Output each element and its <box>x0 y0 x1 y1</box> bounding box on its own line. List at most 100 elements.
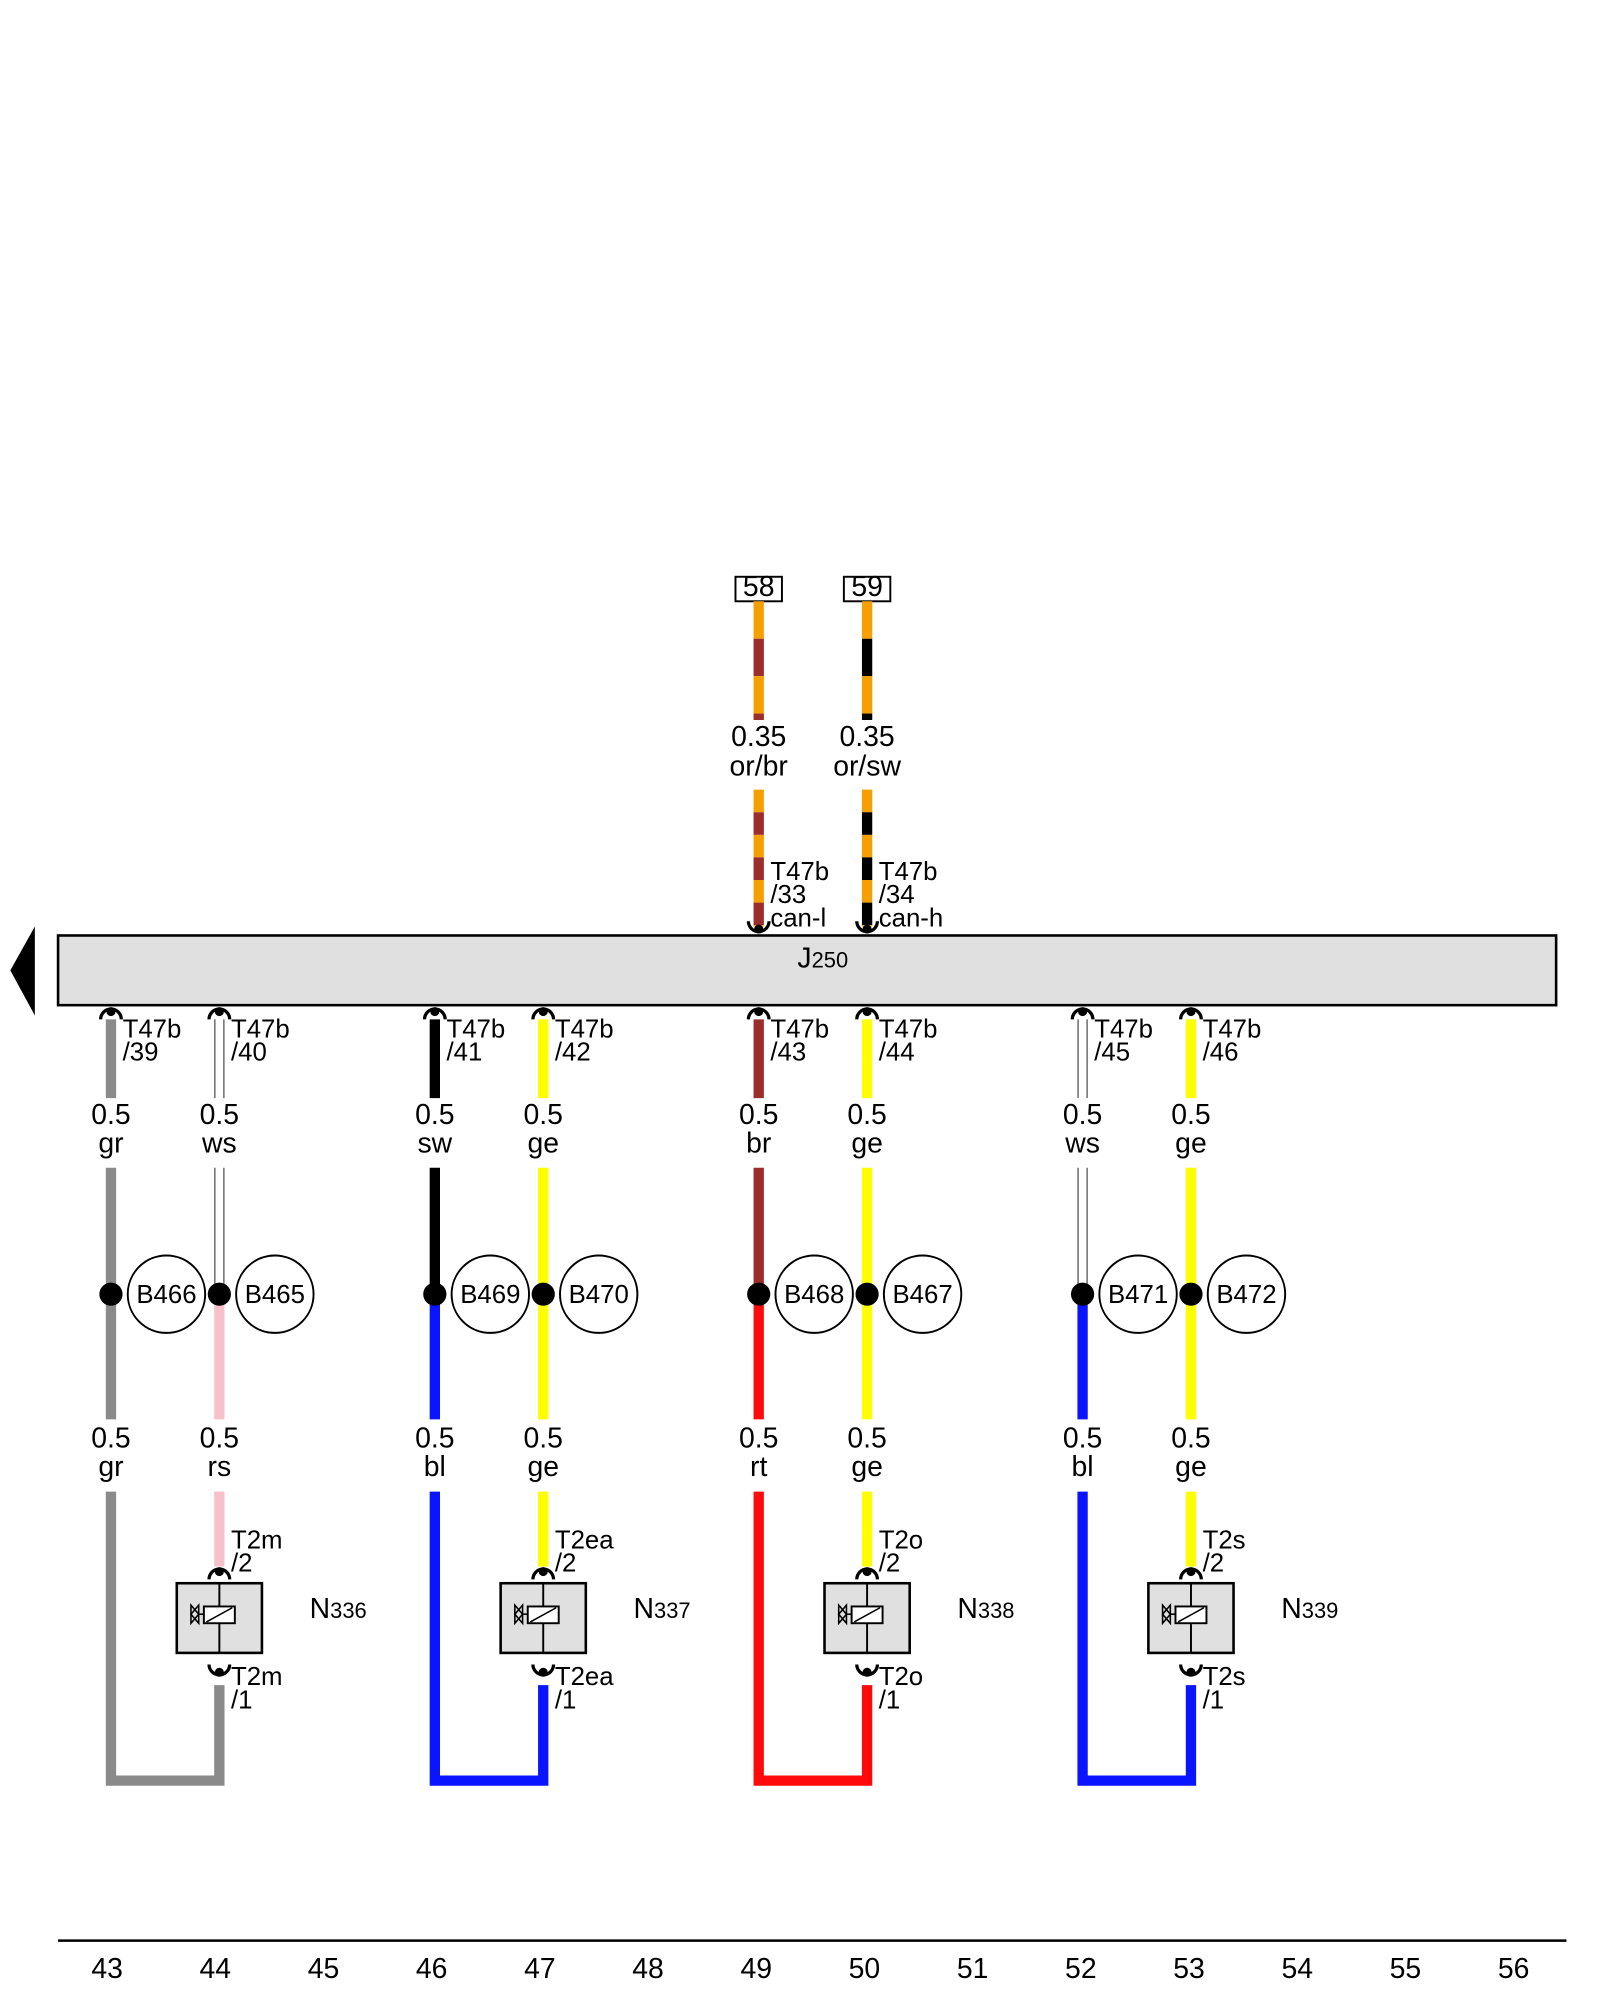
splice-label: B467 <box>892 1281 952 1309</box>
wire-color: rt <box>750 1451 767 1483</box>
comp-pin-top-2-dot <box>862 1567 872 1577</box>
pin-signal: can-h <box>879 904 944 932</box>
solenoid-coil-slash <box>1177 1607 1205 1623</box>
wire-gauge: 0.5 <box>415 1099 454 1131</box>
grid-number: 55 <box>1390 1953 1422 1985</box>
pin-number: /1 <box>555 1686 577 1714</box>
grid-number: 50 <box>849 1953 881 1985</box>
return-loop-3 <box>1077 1491 1197 1786</box>
splice-circle-B471 <box>1098 1254 1178 1334</box>
wire-color: or/sw <box>833 750 901 782</box>
splice-circle-B465 <box>235 1254 315 1334</box>
wire-gauge: 0.5 <box>739 1423 778 1455</box>
wire-gauge: 0.5 <box>739 1099 778 1131</box>
grid-number: 48 <box>632 1953 664 1985</box>
comp-pin-top-0-dot <box>214 1567 224 1577</box>
wire-color: ws <box>1064 1127 1100 1159</box>
wire-gauge: 0.5 <box>523 1423 562 1455</box>
j250-label: J250 <box>797 943 848 975</box>
pin-number: /43 <box>770 1039 806 1067</box>
pin-number: /39 <box>123 1039 159 1067</box>
diagram-content: 580.35or/brT47b/33can-l590.35or/swT47b/3… <box>10 571 1567 1985</box>
component-label-2: N338 <box>957 1593 1014 1625</box>
component-number: 338 <box>978 1598 1015 1623</box>
component-label-3: N339 <box>1281 1593 1338 1625</box>
splice-circle-B472 <box>1206 1254 1287 1334</box>
pin-connector: T47b <box>879 1015 938 1043</box>
pin-number: /2 <box>879 1550 901 1578</box>
pin-connector: T47b <box>879 858 938 886</box>
wire-gauge: 0.5 <box>1063 1099 1102 1131</box>
can-pin-1-dot <box>862 924 872 934</box>
pin-connector: T47b <box>1203 1015 1262 1043</box>
pin-number: /2 <box>555 1550 577 1578</box>
wire-gauge: 0.5 <box>1171 1423 1210 1455</box>
wire-gauge: 0.5 <box>847 1423 886 1455</box>
component-prefix: N <box>310 1593 331 1625</box>
wire-color: gr <box>98 1127 123 1159</box>
splice-circle-B468 <box>774 1254 854 1334</box>
grid-number: 45 <box>308 1953 340 1985</box>
splice-point <box>1070 1282 1095 1306</box>
splice-label: B472 <box>1216 1281 1276 1309</box>
wire-color: bl <box>1072 1451 1094 1483</box>
splice-circle-B469 <box>450 1254 530 1334</box>
j250-pin-4-dot <box>754 1007 764 1017</box>
j250-pin-2-dot <box>430 1007 440 1017</box>
page-ref-box-59 <box>842 575 892 603</box>
grid-number: 49 <box>740 1953 772 1985</box>
splice-label: B469 <box>460 1281 520 1309</box>
wire-gauge: 0.5 <box>91 1099 130 1131</box>
j250-number: 250 <box>812 948 849 973</box>
j250-prefix: J <box>797 943 811 975</box>
can-pin-0-dot <box>754 924 764 934</box>
splice-label: B470 <box>569 1281 629 1309</box>
pin-number: /1 <box>231 1686 253 1714</box>
pin-number: /45 <box>1094 1039 1130 1067</box>
wire-color: gr <box>98 1451 123 1483</box>
wire-color: rs <box>208 1451 232 1483</box>
pin-connector: T47b <box>770 858 829 886</box>
solenoid-coil-slash <box>529 1607 557 1623</box>
wire-color: ge <box>851 1451 883 1483</box>
wire-gauge: 0.5 <box>415 1423 454 1455</box>
wire-color: ge <box>1175 1451 1207 1483</box>
pin-number: /2 <box>231 1550 253 1578</box>
component-label-0: N336 <box>310 1593 367 1625</box>
wire-gauge: 0.35 <box>839 721 894 753</box>
grid-number: 43 <box>91 1953 123 1985</box>
j250-pin-3-dot <box>538 1007 548 1017</box>
wire-gauge: 0.5 <box>200 1099 239 1131</box>
wire-gauge: 0.5 <box>1171 1099 1210 1131</box>
splice-label: B465 <box>245 1281 305 1309</box>
grid-number: 46 <box>416 1953 448 1985</box>
return-loop-0 <box>105 1491 225 1786</box>
wire-gauge: 0.5 <box>200 1423 239 1455</box>
component-prefix: N <box>957 1593 978 1625</box>
component-number: 336 <box>330 1598 367 1623</box>
pin-connector: T47b <box>123 1015 182 1043</box>
grid-number: 52 <box>1065 1953 1097 1985</box>
pin-connector: T2ea <box>555 1663 614 1691</box>
pin-number: /1 <box>1203 1686 1225 1714</box>
wire-color: ge <box>1175 1127 1207 1159</box>
wire-color: or/br <box>730 750 788 782</box>
comp-pin-top-3-dot <box>1186 1567 1196 1577</box>
page-ref-label: 58 <box>743 571 775 603</box>
pin-number: /42 <box>555 1039 591 1067</box>
splice-circle-B467 <box>882 1254 963 1334</box>
component-number: 337 <box>654 1598 691 1623</box>
pin-connector: T2o <box>879 1526 923 1554</box>
splice-point <box>99 1282 123 1306</box>
splice-circle-B470 <box>559 1254 639 1334</box>
pin-number: /2 <box>1203 1550 1225 1578</box>
wire-color: sw <box>417 1127 452 1159</box>
pin-number: /40 <box>231 1039 267 1067</box>
pin-connector: T2m <box>231 1663 283 1691</box>
wire-gauge: 0.35 <box>731 721 786 753</box>
pin-connector: T47b <box>555 1015 614 1043</box>
grid-number: 44 <box>200 1953 232 1985</box>
pin-number: /41 <box>446 1039 482 1067</box>
pin-number: /33 <box>770 881 806 909</box>
pin-connector: T47b <box>446 1015 505 1043</box>
